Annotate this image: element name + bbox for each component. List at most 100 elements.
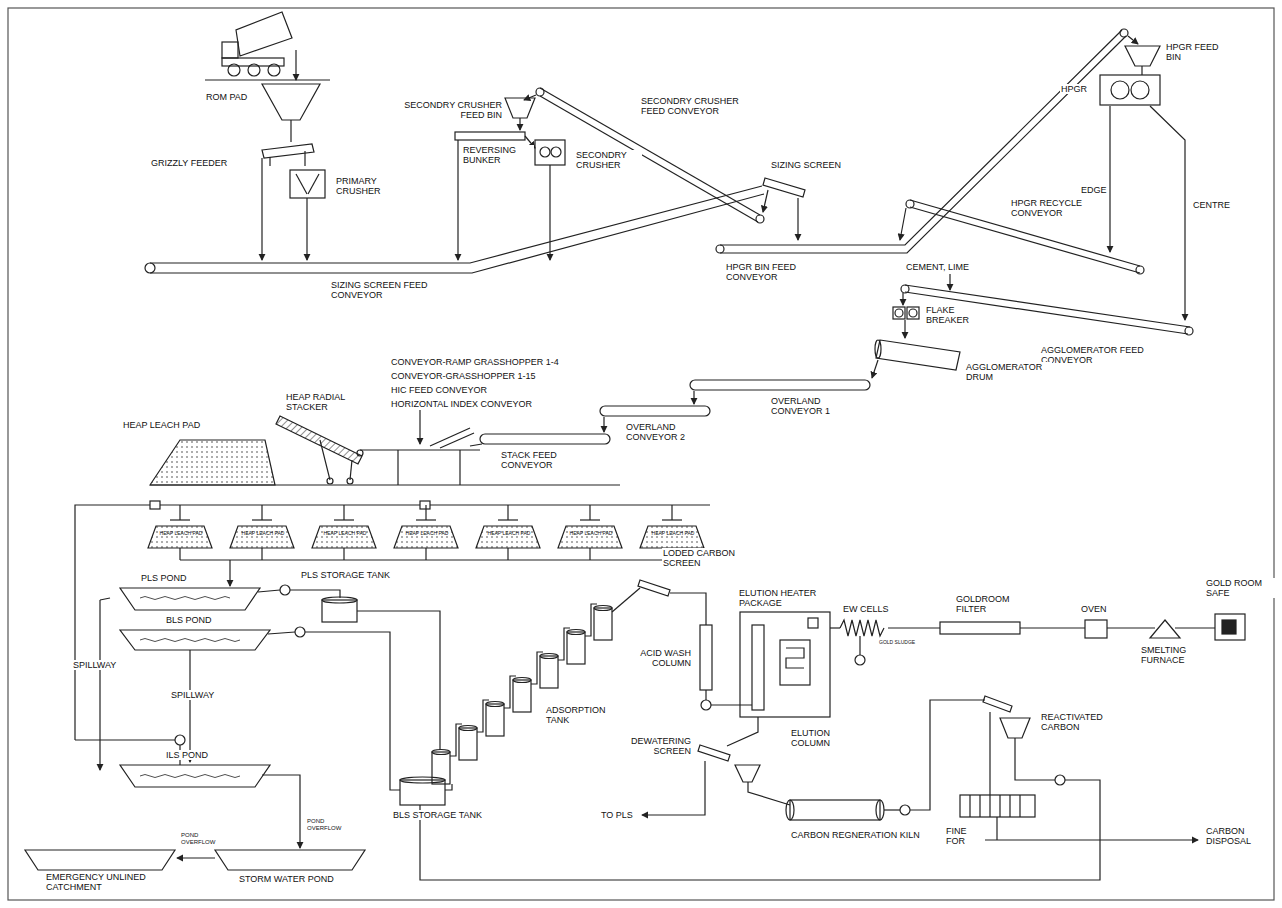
equipment-label: OVEN (1080, 604, 1108, 614)
leach-pad (640, 526, 704, 548)
equipment-label: OVERLAND CONVEYOR 2 (625, 422, 697, 442)
equipment-label: HEAP LEACH PAD (122, 420, 201, 430)
leach-pad (230, 526, 294, 548)
equipment-label: ELUTION COLUMN (790, 728, 850, 748)
leach-pad (394, 526, 458, 548)
equipment-label: LODED CARBON SCREEN (662, 548, 754, 568)
equipment-label: HEAP LEACH PAD (483, 531, 535, 537)
haul-truck (222, 12, 292, 76)
equipment-label: HEAP LEACH PAD (237, 531, 289, 537)
equipment-label: HORIZONTAL INDEX CONVEYOR (390, 399, 533, 409)
equipment-label: HPGR (1060, 84, 1088, 94)
sprinkler-line (261, 505, 262, 520)
equipment-label: GOLD ROOM SAFE (1205, 578, 1275, 598)
sprinkler-line (671, 505, 672, 520)
equipment-label: HEAP LEACH PAD (401, 531, 453, 537)
equipment-label: SECONDRY CRUSHER (575, 150, 642, 170)
leach-pad (148, 526, 212, 548)
equipment-label: EDGE (1080, 185, 1108, 195)
equipment-label: HPGR BIN FEED CONVEYOR (725, 262, 822, 282)
equipment-label: ACID WASH COLUMN (625, 648, 692, 668)
adsorption-tank (567, 632, 585, 664)
equipment-label: POND OVERFLOW (180, 832, 217, 845)
equipment-label: GOLD SLUDGE (878, 640, 916, 646)
equipment-label: STORM WATER POND (238, 874, 335, 884)
equipment-label: SMELTING FURNACE (1140, 645, 1207, 665)
equipment-label: PRIMARY CRUSHER (335, 176, 397, 196)
leach-pad (312, 526, 376, 548)
equipment-label: HEAP LEACH PAD (319, 531, 371, 537)
equipment-label: ELUTION HEATER PACKAGE (738, 588, 840, 608)
equipment-label: HPGR FEED BIN (1165, 42, 1233, 62)
equipment-label: SPILLWAY (72, 660, 117, 670)
equipment-label: HPGR RECYCLE CONVEYOR (1010, 198, 1102, 218)
equipment-label: REACTIVATED CARBON (1040, 712, 1127, 732)
drain-line (179, 548, 180, 560)
adsorption-tank (540, 656, 558, 688)
sprinkler-line (589, 505, 590, 520)
equipment-label: CENTRE (1192, 200, 1231, 210)
equipment-label: PLS STORAGE TANK (300, 570, 391, 580)
equipment-label: PLS POND (140, 573, 188, 583)
adsorption-tank (459, 728, 477, 760)
equipment-label: BLS STORAGE TANK (392, 810, 483, 820)
adsorption-tank (432, 752, 450, 784)
drain-line (343, 548, 344, 560)
drain-line (261, 548, 262, 560)
equipment-label: CONVEYOR-GRASSHOPPER 1-15 (390, 371, 537, 381)
sprinkler-line (580, 519, 600, 520)
adsorption-tank (594, 608, 612, 640)
equipment-label: OVERLAND CONVEYOR 1 (770, 396, 842, 416)
equipment-label: AGGLOMERATOR DRUM (965, 362, 1052, 382)
equipment-label: CARBON REGNERATION KILN (790, 830, 921, 840)
drain-line (425, 548, 426, 560)
equipment-label: FLAKE BREAKER (925, 305, 977, 325)
equipment-label: GRIZZLY FEEDER (150, 158, 228, 168)
equipment-label: REVERSING BUNKER (462, 145, 534, 165)
adsorption-tank (486, 702, 504, 707)
adsorption-tank (540, 654, 558, 659)
equipment-label: BLS POND (165, 615, 213, 625)
sprinkler-line (507, 505, 508, 520)
drain-line (507, 548, 508, 560)
equipment-label: TO PLS (600, 810, 634, 820)
equipment-label: EW CELLS (842, 604, 890, 614)
equipment-label: POND OVERFLOW (306, 818, 343, 831)
adsorption-tank (459, 726, 477, 731)
sprinkler-line (343, 505, 344, 520)
drain-line (589, 548, 590, 560)
equipment-label: HIC FEED CONVEYOR (390, 385, 488, 395)
equipment-label: SECONDRY CRUSHER FEED BIN (395, 100, 503, 120)
equipment-label: FINE FOR (945, 826, 977, 846)
equipment-label: HEAP LEACH PAD (155, 531, 207, 537)
equipment-label: SIZING SCREEN (770, 160, 842, 170)
adsorption-tank (486, 704, 504, 736)
adsorption-tank (567, 630, 585, 635)
sprinkler-line (416, 519, 436, 520)
sprinkler-line (252, 519, 272, 520)
sprinkler-line (170, 519, 190, 520)
equipment-label: SIZING SCREEN FEED CONVEYOR (330, 280, 457, 300)
equipment-label: EMERGENCY UNLINED CATCHMENT (45, 872, 167, 892)
equipment-label: GOLDROOM FILTER (955, 594, 1022, 614)
sprinkler-line (498, 519, 518, 520)
equipment-label: DEWATERING SCREEN (615, 736, 692, 756)
sprinkler-line (334, 519, 354, 520)
equipment-label: AGGLOMERATOR FEED CONVEYOR (1040, 345, 1162, 365)
equipment-label: SECONDRY CRUSHER FEED CONVEYOR (640, 96, 754, 116)
equipment-label: HEAP RADIAL STACKER (285, 392, 367, 412)
equipment-label: SPILLWAY (170, 690, 215, 700)
equipment-label: HEAP LEACH PAD (647, 531, 699, 537)
equipment-label: CARBON DISPOSAL (1205, 826, 1269, 846)
adsorption-tank (513, 678, 531, 683)
equipment-label: STACK FEED CONVEYOR (500, 450, 580, 470)
leach-pad (476, 526, 540, 548)
leach-pad (558, 526, 622, 548)
sprinkler-line (179, 505, 180, 520)
equipment-label: HEAP LEACH PAD (565, 531, 617, 537)
adsorption-tank (513, 680, 531, 712)
equipment-label: ROM PAD (205, 92, 248, 102)
sprinkler-line (425, 505, 426, 520)
equipment-label: ILS POND (165, 750, 209, 760)
